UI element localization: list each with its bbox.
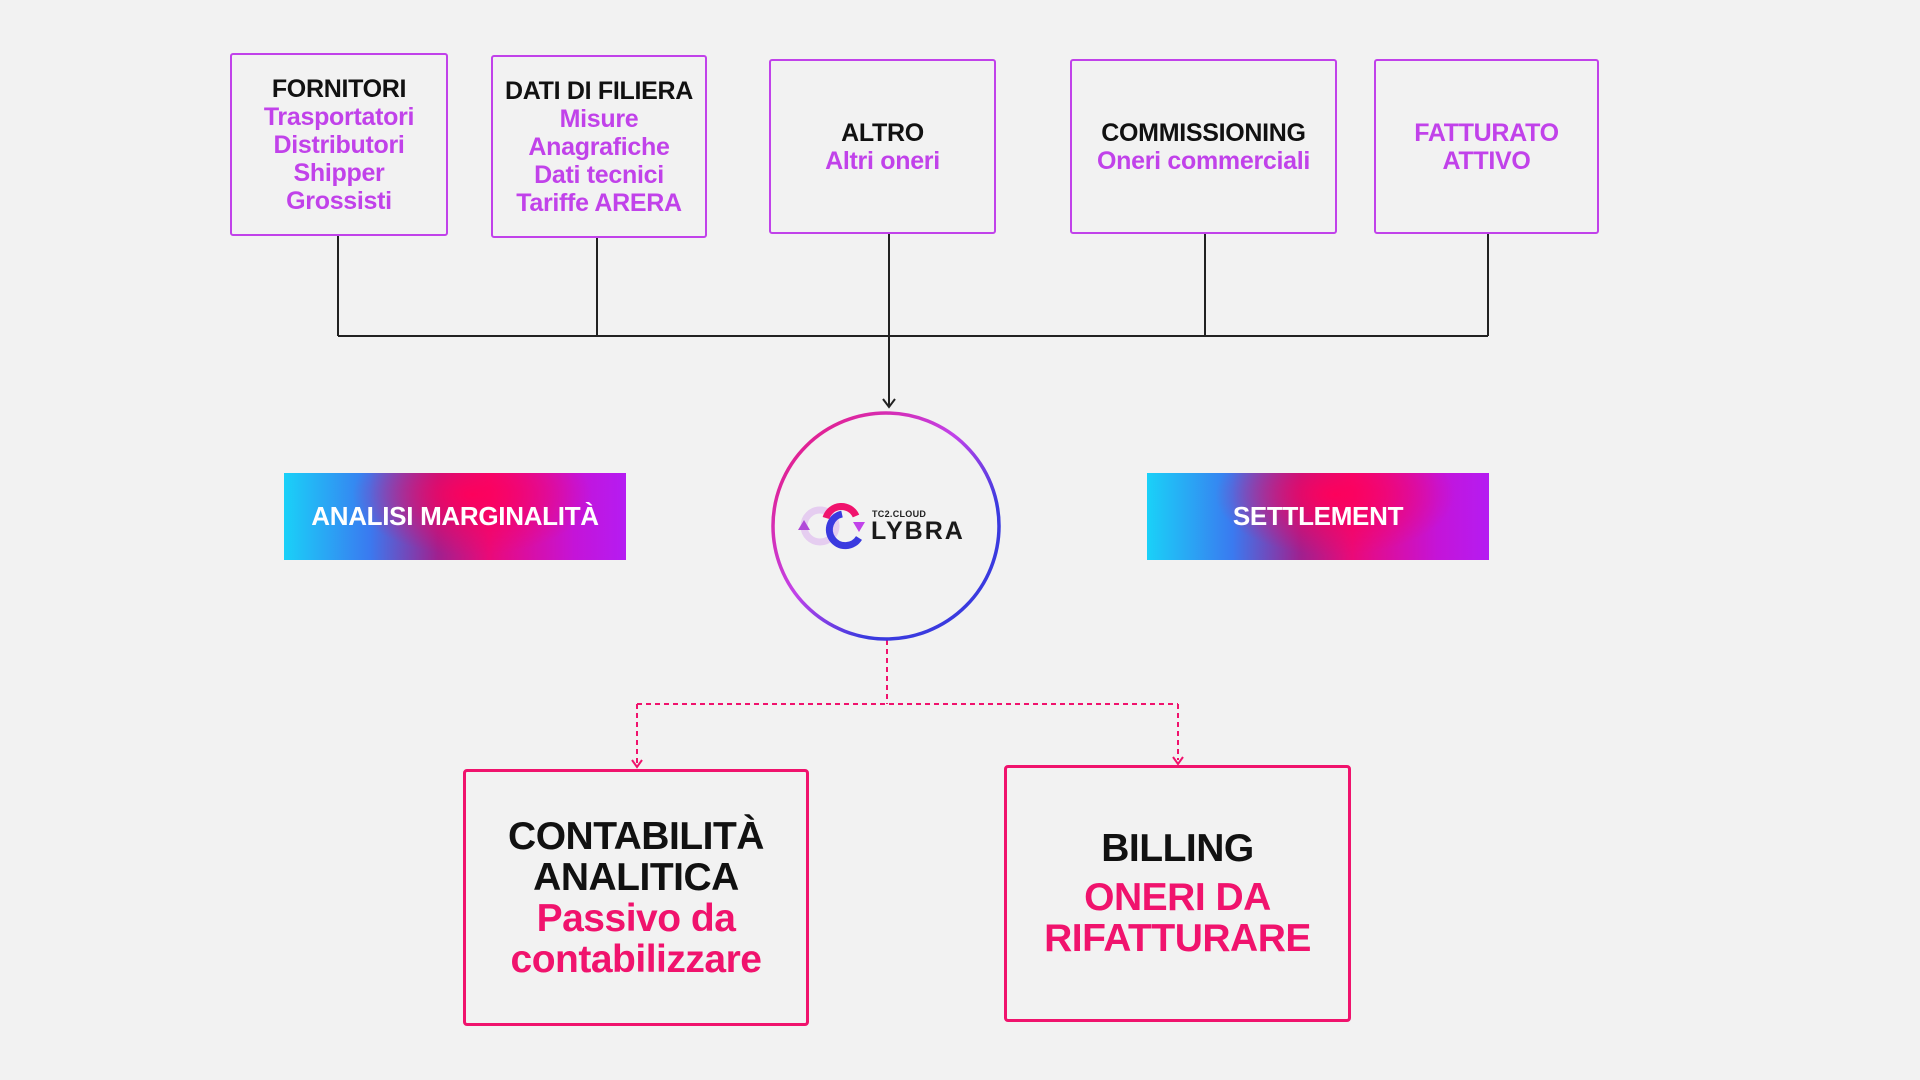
- source-item: Altri oneri: [825, 146, 940, 175]
- output-title: ANALITICA: [533, 855, 739, 899]
- source-item: FATTURATO: [1414, 118, 1559, 147]
- output-subtitle: ONERI DA: [1084, 876, 1271, 919]
- source-fatturato-attivo: FATTURATO ATTIVO: [1374, 59, 1599, 234]
- output-subtitle: RIFATTURARE: [1044, 917, 1311, 960]
- output-contabilita-analitica: CONTABILITÀ ANALITICA Passivo da contabi…: [463, 769, 809, 1026]
- source-item: Tariffe ARERA: [516, 188, 682, 217]
- source-title: FORNITORI: [271, 74, 407, 103]
- input-connector-lines: [337, 234, 1489, 409]
- source-item: Shipper: [293, 158, 385, 187]
- logo-brand-small: TC2.CLOUD: [872, 509, 927, 519]
- source-fornitori: FORNITORI Trasportatori Distributori Shi…: [230, 53, 448, 236]
- settlement-label: SETTLEMENT: [1147, 473, 1489, 560]
- source-commissioning: COMMISSIONING Oneri commerciali: [1070, 59, 1337, 234]
- source-title: DATI DI FILIERA: [504, 76, 694, 105]
- source-item: Misure: [559, 104, 639, 133]
- output-title: BILLING: [1101, 827, 1254, 870]
- source-item: ATTIVO: [1442, 146, 1531, 175]
- source-item: Anagrafiche: [528, 132, 670, 161]
- source-altro: ALTRO Altri oneri: [769, 59, 996, 234]
- source-item: Distributori: [273, 130, 405, 159]
- output-subtitle: contabilizzare: [510, 937, 762, 981]
- source-item: Oneri commerciali: [1096, 146, 1311, 175]
- output-dashed-lines: [636, 640, 1179, 764]
- source-title: ALTRO: [841, 118, 924, 147]
- output-subtitle: Passivo da: [536, 896, 736, 940]
- source-dati-di-filiera: DATI DI FILIERA Misure Anagrafiche Dati …: [491, 55, 707, 238]
- output-billing: BILLING ONERI DA RIFATTURARE: [1004, 765, 1351, 1022]
- source-item: Trasportatori: [263, 102, 415, 131]
- source-item: Grossisti: [286, 186, 392, 215]
- lybra-hub-circle: [771, 411, 1001, 641]
- lybra-logo-icon: [798, 503, 865, 550]
- output-title: CONTABILITÀ: [508, 814, 764, 858]
- logo-brand: LYBRA: [871, 517, 965, 545]
- source-item: Dati tecnici: [534, 160, 664, 189]
- analisi-marginalita-label: ANALISI MARGINALITÀ: [284, 473, 626, 560]
- source-title: COMMISSIONING: [1101, 118, 1306, 147]
